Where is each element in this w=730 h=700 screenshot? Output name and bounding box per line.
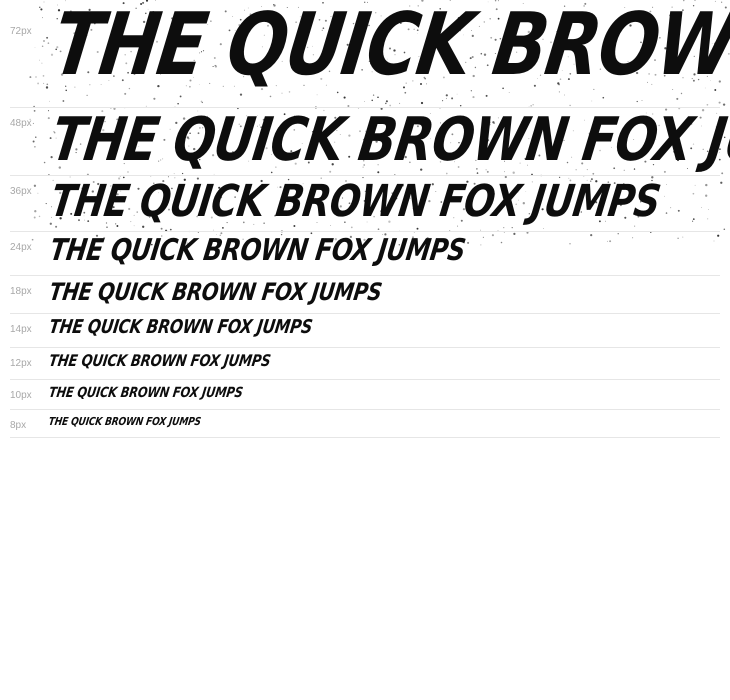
sample-text: THE QUICK BROWN FOX JUMPS <box>47 316 314 338</box>
size-label: 18px <box>10 286 32 297</box>
size-label: 36px <box>10 186 32 197</box>
sample-text: THE QUICK BROWN FOX JUMPS <box>47 233 468 268</box>
size-label: 14px <box>10 324 32 335</box>
specimen-row-48: 48px THE QUICK BROWN FOX JUMPS <box>10 105 730 176</box>
sample-text: THE QUICK BROWN FOX JUMPS <box>47 0 730 95</box>
size-label: 8px <box>10 420 27 431</box>
size-label: 48px <box>10 118 32 129</box>
sample-text: THE QUICK BROWN FOX JUMPS <box>47 278 384 306</box>
size-label: 10px <box>10 390 32 401</box>
sample-text: THE QUICK BROWN FOX JUMPS <box>47 176 664 227</box>
specimen-row-14: 14px THE QUICK BROWN FOX JUMPS <box>10 314 720 348</box>
specimen-row-36: 36px THE QUICK BROWN FOX JUMPS <box>10 176 720 232</box>
sample-text: THE QUICK BROWN FOX JUMPS <box>47 415 202 428</box>
sample-text: THE QUICK BROWN FOX JUMPS <box>47 385 244 401</box>
sample-text: THE QUICK BROWN FOX JUMPS <box>47 105 730 175</box>
specimen-row-8: 8px THE QUICK BROWN FOX JUMPS <box>10 410 720 438</box>
size-label: 24px <box>10 242 32 253</box>
specimen-row-10: 10px THE QUICK BROWN FOX JUMPS <box>10 380 720 410</box>
specimen-row-24: 24px THE QUICK BROWN FOX JUMPS <box>10 232 720 276</box>
sample-text: THE QUICK BROWN FOX JUMPS <box>47 351 272 370</box>
specimen-row-72: 72px THE QUICK BROWN FOX JUMPS <box>10 0 730 108</box>
size-label: 72px <box>10 26 32 37</box>
specimen-row-18: 18px THE QUICK BROWN FOX JUMPS <box>10 276 720 314</box>
size-label: 12px <box>10 358 32 369</box>
specimen-row-12: 12px THE QUICK BROWN FOX JUMPS <box>10 348 720 380</box>
